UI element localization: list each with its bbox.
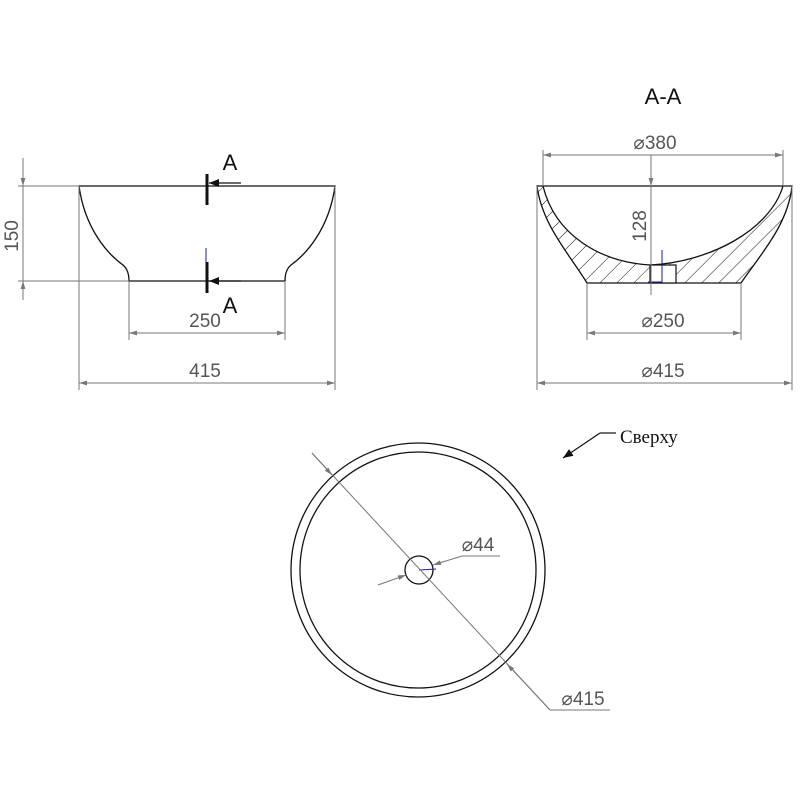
- inner-rim: [299, 451, 537, 689]
- section-view: A-A ⌀380 128 ⌀250 ⌀415: [536, 84, 793, 390]
- outer-rim: [290, 442, 546, 698]
- depth-dimension: 128: [630, 210, 651, 242]
- section-title: A-A: [645, 84, 682, 109]
- drain-diameter: ⌀44: [462, 535, 495, 556]
- section-label-top: A: [223, 150, 238, 175]
- view-caption: Сверху: [620, 427, 678, 448]
- axis-marker-section: [648, 250, 663, 283]
- front-view: 150 250 415 A A: [2, 150, 336, 390]
- drain-hole: [404, 555, 434, 585]
- drain-hole-section: [649, 264, 677, 284]
- rim-diameter-dimension: ⌀380: [633, 133, 676, 154]
- section-hatch: [536, 185, 793, 284]
- base-diameter-dimension: ⌀250: [641, 311, 684, 332]
- width-dimension: 415: [189, 361, 221, 382]
- base-dimension: 250: [189, 311, 221, 332]
- height-dimension: 150: [2, 220, 23, 252]
- section-label-bottom: A: [223, 293, 238, 318]
- top-view: ⌀415 ⌀44 Сверху: [290, 427, 678, 711]
- top-outer-diameter: ⌀415: [561, 689, 604, 710]
- outer-diameter-dimension: ⌀415: [641, 361, 684, 382]
